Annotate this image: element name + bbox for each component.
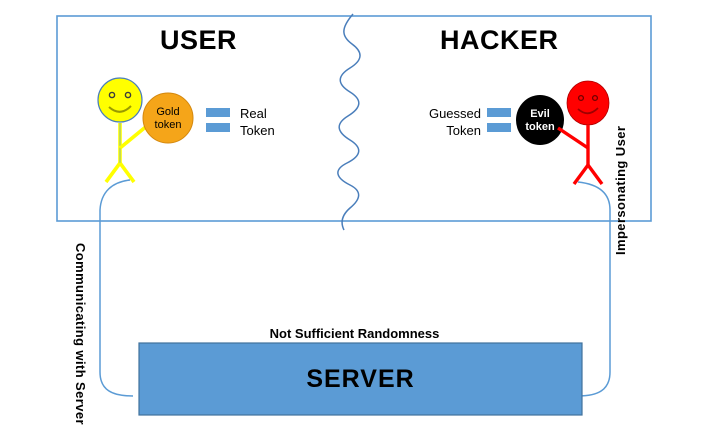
hacker-heading: HACKER <box>440 25 559 55</box>
user-heading: USER <box>160 25 238 55</box>
left-connector-path <box>99 179 134 397</box>
user-eye-left <box>108 91 116 99</box>
top-frame-rect <box>56 15 652 222</box>
hacker-arm <box>557 126 589 150</box>
wavy-separator-path <box>337 13 361 231</box>
user-leg-left <box>104 161 122 184</box>
hacker-head <box>566 80 610 126</box>
user-leg-right <box>118 161 136 184</box>
guessed-token-legend-line2: Token <box>446 123 481 138</box>
gold-token-shape <box>142 92 194 144</box>
hacker-leg-right <box>586 163 604 186</box>
real-token-legend-line2: Token <box>240 123 275 138</box>
evil-token-label-line1: Evil <box>530 108 550 120</box>
user-head <box>97 77 143 123</box>
hacker-eye-left <box>577 94 585 102</box>
guessed-token-bar-1 <box>487 108 511 117</box>
evil-token-shape <box>516 95 564 145</box>
left-connector-label: Communicating with Server <box>73 243 88 425</box>
evil-token-label: Evil token <box>515 104 565 138</box>
user-smile <box>108 105 132 113</box>
server-box-rect <box>138 342 583 416</box>
server-caption: Not Sufficient Randomness <box>269 326 440 341</box>
hacker-smile <box>577 107 599 115</box>
hacker-eye-right <box>591 94 599 102</box>
guessed-token-legend: Guessed Token <box>415 105 481 139</box>
gold-token-label-line1: Gold <box>156 106 180 118</box>
real-token-legend-line1: Real <box>240 106 267 121</box>
hacker-leg-left <box>572 163 590 186</box>
user-eye-right <box>124 91 132 99</box>
user-arm <box>118 123 150 150</box>
guessed-token-bar-2 <box>487 123 511 132</box>
guessed-token-legend-line1: Guessed <box>428 106 481 121</box>
real-token-legend: Real Token <box>240 105 275 139</box>
real-token-bar-1 <box>206 108 230 117</box>
right-connector-label: Impersonating User <box>613 125 628 255</box>
gold-token-label: Gold token <box>143 102 193 136</box>
gold-token-label-line2: token <box>154 119 182 131</box>
evil-token-label-line2: token <box>525 121 555 133</box>
real-token-bar-2 <box>206 123 230 132</box>
right-connector-path <box>577 181 611 397</box>
server-label: SERVER <box>306 365 415 393</box>
